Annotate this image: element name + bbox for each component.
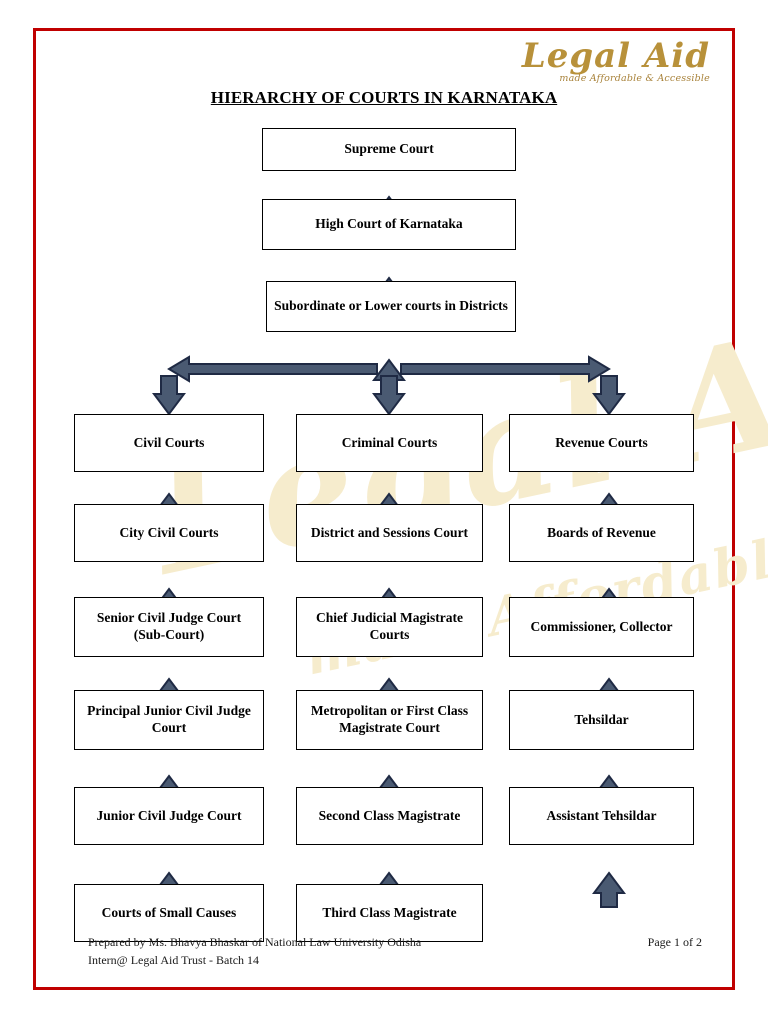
page-footer: Prepared by Ms. Bhavya Bhaskar of Nation… — [88, 934, 702, 969]
node-metropolitan-first-class-magistrate-court[interactable]: Metropolitan or First Class Magistrate C… — [296, 690, 483, 750]
logo-wordmark: Legal Aid — [521, 36, 710, 76]
arrow-below-assistant-tehsildar — [592, 871, 626, 908]
node-supreme-court[interactable]: Supreme Court — [262, 128, 516, 171]
node-second-class-magistrate[interactable]: Second Class Magistrate — [296, 787, 483, 845]
arrow-bar-down-civil — [152, 375, 186, 416]
node-subordinate-courts[interactable]: Subordinate or Lower courts in Districts — [266, 281, 516, 332]
node-tehsildar[interactable]: Tehsildar — [509, 690, 694, 750]
hierarchy-diagram: Supreme Court High Court of Karnataka Su… — [36, 31, 732, 987]
logo-tagline: made Affordable & Accessible — [559, 72, 710, 84]
arrow-bar-left — [167, 355, 378, 383]
node-civil-courts[interactable]: Civil Courts — [74, 414, 264, 472]
node-senior-civil-judge-court[interactable]: Senior Civil Judge Court (Sub-Court) — [74, 597, 264, 657]
footer-credit-line2: Intern@ Legal Aid Trust - Batch 14 — [88, 952, 260, 967]
node-high-court[interactable]: High Court of Karnataka — [262, 199, 516, 250]
arrow-split-to-subordinate — [372, 358, 406, 398]
node-assistant-tehsildar[interactable]: Assistant Tehsildar — [509, 787, 694, 845]
node-courts-of-small-causes[interactable]: Courts of Small Causes — [74, 884, 264, 942]
document-page-frame: Legal Aid made Affordable & Accessible L… — [33, 28, 768, 990]
legal-aid-logo: Legal Aid made Affordable & Accessible — [521, 36, 710, 84]
arrow-bar-right — [400, 355, 611, 383]
node-commissioner-collector[interactable]: Commissioner, Collector — [509, 597, 694, 657]
node-district-and-sessions-court[interactable]: District and Sessions Court — [296, 504, 483, 562]
node-revenue-courts[interactable]: Revenue Courts — [509, 414, 694, 472]
node-boards-of-revenue[interactable]: Boards of Revenue — [509, 504, 694, 562]
node-chief-judicial-magistrate-courts[interactable]: Chief Judicial Magistrate Courts — [296, 597, 483, 657]
node-criminal-courts[interactable]: Criminal Courts — [296, 414, 483, 472]
node-junior-civil-judge-court[interactable]: Junior Civil Judge Court — [74, 787, 264, 845]
node-city-civil-courts[interactable]: City Civil Courts — [74, 504, 264, 562]
page-title: HIERARCHY OF COURTS IN KARNATAKA — [210, 88, 558, 107]
arrow-bar-down-criminal — [372, 375, 406, 416]
footer-page-number: Page 1 of 2 — [647, 935, 702, 950]
footer-credit-line1: Prepared by Ms. Bhavya Bhaskar of Nation… — [88, 935, 422, 950]
arrow-bar-down-revenue — [592, 375, 626, 416]
footer-credit: Prepared by Ms. Bhavya Bhaskar of Nation… — [88, 934, 421, 969]
node-principal-junior-civil-judge-court[interactable]: Principal Junior Civil Judge Court — [74, 690, 264, 750]
